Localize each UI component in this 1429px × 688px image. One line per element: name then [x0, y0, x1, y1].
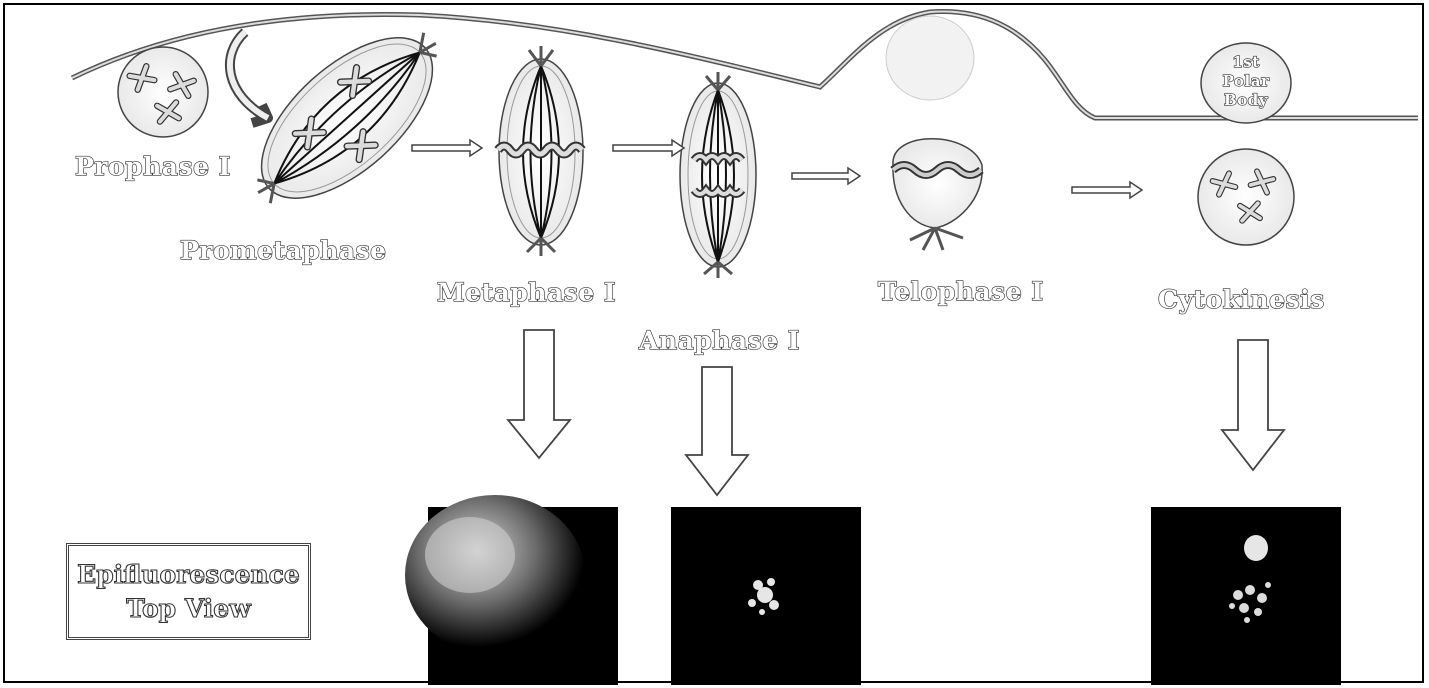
label-prometaphase: Prometaphase — [180, 236, 387, 265]
label-anaphase: Anaphase I — [638, 326, 800, 355]
label-telophase: Telophase I — [878, 277, 1044, 306]
top-view-label: Top View — [126, 592, 250, 626]
label-prophase: Prophase I — [75, 152, 231, 181]
polar-body-label-line3: Body — [1224, 91, 1269, 109]
down-arrows — [508, 330, 1284, 495]
fluorescence-image-anaphase — [671, 507, 861, 685]
prophase-cell — [118, 47, 208, 137]
fluorescence-image-cytokinesis — [1151, 507, 1341, 685]
anaphase-spindle — [680, 72, 756, 278]
metaphase-spindle — [498, 46, 583, 256]
epifluorescence-label: Epifluorescence — [77, 558, 300, 592]
telophase-cell — [886, 16, 982, 250]
epifluorescence-top-view-box: Epifluorescence Top View — [66, 543, 311, 640]
fluorescence-image-metaphase — [405, 495, 618, 685]
label-cytokinesis: Cytokinesis — [1158, 285, 1325, 314]
polar-body-label-line1: 1st — [1232, 53, 1259, 71]
label-metaphase: Metaphase I — [437, 278, 616, 307]
cytokinesis-cell — [1198, 149, 1294, 245]
polar-body-label-line2: Polar — [1223, 72, 1270, 90]
